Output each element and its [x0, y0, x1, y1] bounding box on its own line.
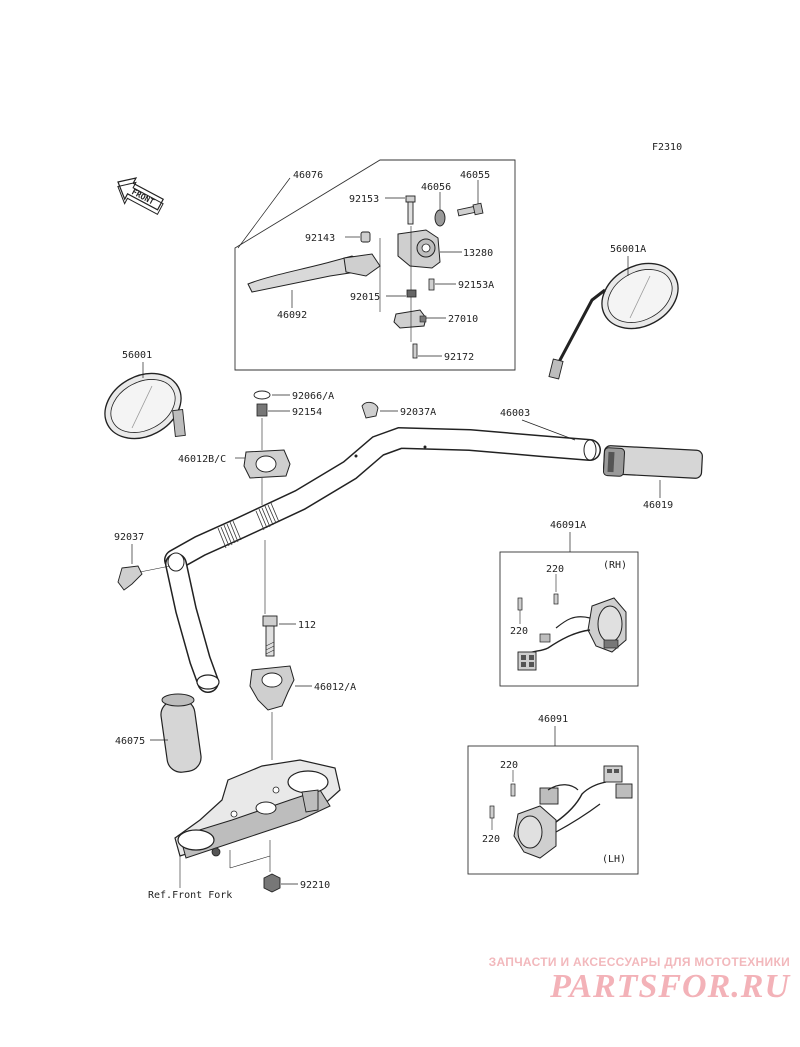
label-46056: 46056 — [421, 182, 451, 193]
screw-92172 — [412, 343, 418, 359]
label-lh: (LH) — [602, 854, 626, 865]
lh-switch-housing — [513, 765, 633, 859]
screw-220-c — [510, 783, 516, 797]
nut-92210 — [263, 873, 281, 893]
adjuster-46055 — [457, 202, 484, 217]
label-220-d: 220 — [482, 834, 500, 845]
watermark-logo: PARTSFOR.RU — [550, 968, 790, 1005]
label-46076: 46076 — [293, 170, 323, 181]
label-rh: (RH) — [603, 560, 627, 571]
switch-box-lh — [467, 745, 639, 875]
clamp-92037 — [117, 565, 143, 591]
cap-92066a — [253, 390, 271, 400]
mirror-right — [548, 262, 679, 380]
front-arrow-icon: FRONT — [117, 177, 165, 215]
watermark-tagline: ЗАПЧАСТИ И АКСЕССУАРЫ ДЛЯ МОТОТЕХНИКИ — [488, 955, 790, 969]
label-46091: 46091 — [538, 714, 568, 725]
mirror-left — [104, 372, 186, 440]
label-92210: 92210 — [300, 880, 330, 891]
label-46091a: 46091A — [550, 520, 586, 531]
throttle-grip — [602, 445, 703, 479]
label-112: 112 — [298, 620, 316, 631]
bolt-92154 — [256, 403, 268, 417]
label-92066a: 92066/A — [292, 391, 334, 402]
label-92015: 92015 — [350, 292, 380, 303]
collar-92143 — [360, 231, 371, 243]
label-46075: 46075 — [115, 736, 145, 747]
holder-lower-46012a — [249, 665, 295, 711]
label-27010: 27010 — [448, 314, 478, 325]
label-220-c: 220 — [500, 760, 518, 771]
label-92153a: 92153A — [458, 280, 494, 291]
bolt-112 — [262, 615, 278, 657]
label-46012bc: 46012B/C — [178, 454, 226, 465]
clutch-lever — [247, 253, 381, 293]
label-46092: 46092 — [277, 310, 307, 321]
screw-220-a — [553, 593, 559, 605]
handlebar-46003 — [164, 426, 601, 693]
lever-holder — [397, 229, 441, 269]
label-92143: 92143 — [305, 233, 335, 244]
label-56001: 56001 — [122, 350, 152, 361]
bolt-92153 — [405, 195, 416, 225]
label-92172: 92172 — [444, 352, 474, 363]
screw-220-d — [489, 805, 495, 819]
rh-switch-housing — [517, 597, 627, 671]
label-92037: 92037 — [114, 532, 144, 543]
label-46003: 46003 — [500, 408, 530, 419]
clamp-92037a — [361, 401, 379, 419]
label-13280: 13280 — [463, 248, 493, 259]
figure-code: F2310 — [652, 142, 682, 153]
clutch-lever-box — [234, 159, 516, 371]
label-92153: 92153 — [349, 194, 379, 205]
ref-front-fork: Ref.Front Fork — [148, 890, 232, 901]
screw-92153a — [428, 278, 435, 291]
switch-27010 — [393, 309, 427, 329]
nut-92015 — [406, 289, 417, 298]
fork-bracket-upper — [174, 759, 341, 859]
label-92154: 92154 — [292, 407, 322, 418]
label-46055: 46055 — [460, 170, 490, 181]
washer-46056 — [434, 209, 446, 227]
holder-upper-46012bc — [243, 449, 291, 479]
left-grip — [160, 693, 202, 773]
label-220-a: 220 — [546, 564, 564, 575]
label-46019: 46019 — [643, 500, 673, 511]
label-92037a: 92037A — [400, 407, 436, 418]
label-46012a: 46012/A — [314, 682, 356, 693]
label-56001a: 56001A — [610, 244, 646, 255]
label-220-b: 220 — [510, 626, 528, 637]
switch-box-rh — [499, 551, 639, 687]
screw-220-b — [517, 597, 523, 611]
